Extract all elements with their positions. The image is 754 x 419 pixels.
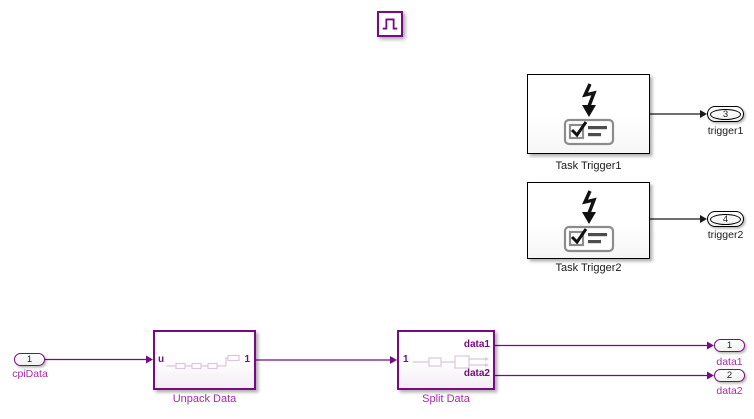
inport-cpidata-label[interactable]: cpiData [12,368,48,380]
wire-cpidata-to-unpack[interactable] [45,355,153,364]
pulse-waveform-glyph [382,18,398,30]
block-task-trigger1[interactable] [527,74,650,154]
unpack-contents-thumbnail [166,354,240,370]
unpack-output-pin-label: 1 [244,354,250,365]
outport-trigger1-label[interactable]: trigger1 [707,125,744,137]
outport-data1-number: 1 [726,340,733,351]
block-label-unpack-data[interactable]: Unpack Data [172,393,237,405]
block-label-task-trigger2[interactable]: Task Trigger2 [555,262,622,274]
task-trigger-icon [563,189,614,252]
split-contents-thumbnail [413,355,489,369]
task-trigger-icon [563,83,614,146]
outport-trigger2-label[interactable]: trigger2 [707,229,744,241]
split-input-pin-label: 1 [403,354,409,365]
outport-data1-label[interactable]: data1 [716,356,743,368]
wire-tasktrigger1-to-port3[interactable] [650,110,707,118]
block-task-trigger2[interactable] [527,182,650,259]
wire-unpack-to-split[interactable] [256,356,397,364]
block-label-task-trigger1[interactable]: Task Trigger1 [555,160,622,172]
block-label-split-data[interactable]: Split Data [422,393,470,405]
block-split-data[interactable]: 1 data1 data2 [397,330,495,390]
outport-data1[interactable]: 1 [714,339,745,352]
split-output1-pin-label: data1 [463,339,490,350]
outport-trigger2-number: 4 [710,213,741,225]
outport-data2-number: 2 [726,370,733,381]
outport-data2-label[interactable]: data2 [716,385,743,397]
wire-split-to-data2[interactable] [495,371,714,380]
outport-trigger1-number: 3 [710,108,741,120]
wire-tasktrigger2-to-port4[interactable] [650,215,707,223]
inport-cpidata[interactable]: 1 [14,353,45,366]
inport-cpidata-number: 1 [26,354,33,365]
split-output2-pin-label: data2 [463,368,490,379]
wire-split-to-data1[interactable] [495,341,714,350]
outport-trigger1[interactable]: 3 [707,106,744,122]
outport-trigger2[interactable]: 4 [707,211,744,227]
outport-data2[interactable]: 2 [714,369,745,382]
pulse-trigger-icon[interactable] [377,11,403,37]
unpack-input-pin-label: u [158,354,165,365]
block-unpack-data[interactable]: u 1 [153,330,256,390]
